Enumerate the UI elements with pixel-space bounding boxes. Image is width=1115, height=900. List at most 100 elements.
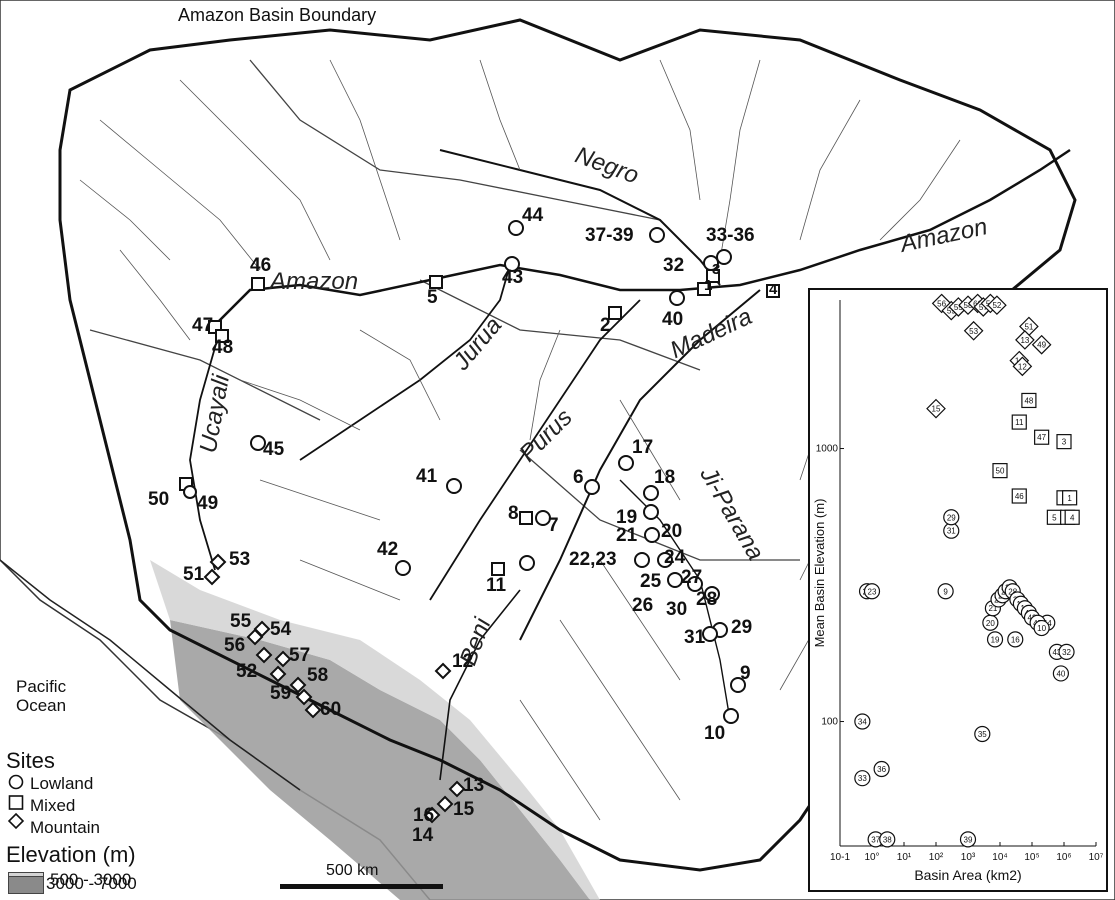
site-label-48: 48 xyxy=(212,337,234,358)
site-label-4: 4 xyxy=(769,281,778,298)
inset-point-label: 4 xyxy=(1070,513,1075,522)
inset-x-tick-label: 10⁴ xyxy=(992,852,1007,863)
site-label-18: 18 xyxy=(654,467,676,488)
ocean-label-text: Pacific Ocean xyxy=(16,677,67,715)
site-label-26: 26 xyxy=(632,595,654,616)
inset-point-label: 16 xyxy=(1011,635,1020,644)
legend-lowland: Lowland xyxy=(30,774,94,793)
site-label-19: 19 xyxy=(616,507,638,528)
site-label-46: 46 xyxy=(250,255,272,276)
inset-point-lowland xyxy=(1007,631,1024,648)
inset-point-label: 32 xyxy=(1062,648,1071,657)
site-label-55: 55 xyxy=(230,611,252,632)
inset-point-lowland xyxy=(937,583,954,600)
map-legend: Sites Lowland Mixed Mountain Elevation (… xyxy=(6,748,236,898)
site-label-11: 11 xyxy=(486,575,507,596)
inset-point-label: 5 xyxy=(1052,513,1057,522)
inset-point-label: 15 xyxy=(932,405,941,414)
inset-x-tick-label: 10² xyxy=(929,852,944,863)
inset-point-mountain xyxy=(926,398,946,419)
boundary-label: Amazon Basin Boundary xyxy=(178,5,377,25)
inset-point-mixed xyxy=(1011,488,1027,504)
inset-point-label: 43 xyxy=(1052,648,1061,657)
site-label-47: 47 xyxy=(192,315,214,336)
inset-point-label: 3 xyxy=(1062,438,1067,447)
inset-point-lowland xyxy=(1033,619,1050,637)
inset-point-label: 34 xyxy=(858,718,867,727)
inset-point-mixed xyxy=(1011,414,1027,430)
amazon-main-river xyxy=(209,148,1071,331)
inset-point-label: 23 xyxy=(868,587,877,596)
inset-point-label: 57 xyxy=(979,303,988,312)
inset-point-label: 33 xyxy=(858,774,867,783)
andes-high-elevation xyxy=(170,620,590,900)
site-label-21: 21 xyxy=(616,525,638,546)
scale-bar xyxy=(280,884,443,889)
ucayali-river xyxy=(189,329,221,571)
inset-point-label: 31 xyxy=(947,527,956,536)
inset-point-label: 37 xyxy=(871,835,880,844)
inset-point-mixed xyxy=(1062,490,1078,506)
inset-point-label: 10 xyxy=(1037,624,1046,633)
inset-point-label: 38 xyxy=(883,835,892,844)
inset-point-lowland xyxy=(1058,643,1075,660)
andes-mid-elevation xyxy=(150,560,600,900)
inset-point-label: 56 xyxy=(937,299,946,308)
site-label-30: 30 xyxy=(666,599,688,620)
inset-point-label: 52 xyxy=(992,301,1001,310)
site-label-15: 15 xyxy=(453,799,475,820)
legend-elevation-title: Elevation (m) xyxy=(6,842,136,867)
site-label-32: 32 xyxy=(663,255,685,276)
site-label-45: 45 xyxy=(263,439,285,460)
site-label-40: 40 xyxy=(662,309,684,330)
inset-point-label: 53 xyxy=(969,327,978,336)
site-label-50: 50 xyxy=(148,489,170,510)
inset-point-label: 1 xyxy=(1067,494,1072,503)
site-label-10: 10 xyxy=(704,723,726,744)
site-label-7: 7 xyxy=(548,515,559,536)
site-label-41: 41 xyxy=(416,466,438,487)
inset-x-tick-label: 10⁵ xyxy=(1024,852,1039,863)
inset-point-label: 9 xyxy=(943,587,948,596)
inset-point-label: 47 xyxy=(1037,433,1046,442)
inset-point-mountain xyxy=(963,320,984,341)
inset-point-lowland xyxy=(1052,665,1069,682)
site-label-56: 56 xyxy=(224,635,246,656)
legend-circle-icon xyxy=(8,774,24,790)
site-label-12: 12 xyxy=(452,651,474,672)
inset-point-label: 46 xyxy=(1015,492,1024,501)
site-label-1: 1 xyxy=(704,277,713,294)
inset-point-label: 49 xyxy=(1037,341,1046,350)
inset-y-tick-label: 1000 xyxy=(816,444,839,455)
inset-point-label: 21 xyxy=(988,604,997,613)
inset-point-lowland xyxy=(879,831,896,848)
site-label-53: 53 xyxy=(229,549,251,570)
site-label-60: 60 xyxy=(320,699,342,720)
beni-river xyxy=(439,589,521,781)
inset-point-label: 19 xyxy=(991,635,1000,644)
inset-point-label: 55 xyxy=(954,303,963,312)
inset-point-lowland xyxy=(854,770,871,787)
inset-point-label: 12 xyxy=(1018,362,1027,371)
site-label-25: 25 xyxy=(640,571,662,592)
inset-point-lowland xyxy=(854,713,871,730)
legend-sites-title: Sites xyxy=(6,748,55,773)
inset-point-label: 36 xyxy=(877,765,886,774)
inset-point-label: 35 xyxy=(978,730,987,739)
inset-x-tick-label: 10° xyxy=(864,852,879,863)
legend-range-high: 3000 - 7000 xyxy=(46,874,137,893)
inset-point-mixed xyxy=(992,463,1008,479)
legend-diamond-icon xyxy=(8,812,25,830)
jurua-river xyxy=(299,264,511,461)
inset-point-mountain xyxy=(1031,334,1052,355)
site-label-57: 57 xyxy=(289,645,311,666)
site-label-2: 2 xyxy=(600,315,611,336)
inset-point-label: 51 xyxy=(1024,322,1033,331)
site-label-42: 42 xyxy=(377,539,399,560)
purus-river xyxy=(429,299,641,601)
legend-symbols xyxy=(8,774,25,830)
site-label-52: 52 xyxy=(236,661,258,682)
western-coast xyxy=(0,559,301,791)
